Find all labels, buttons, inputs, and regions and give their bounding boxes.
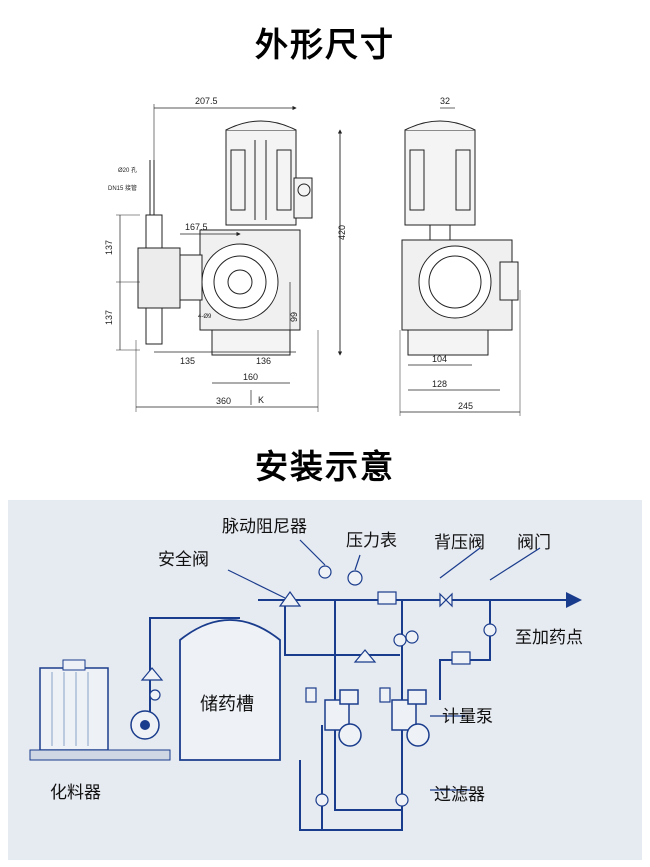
safety-valve-icon	[278, 590, 302, 607]
label-mixer: 化料器	[50, 783, 101, 803]
front-view-drawing	[116, 104, 343, 412]
k-label: K	[258, 395, 264, 405]
label-valve: 阀门	[517, 533, 551, 553]
damper-icon	[318, 565, 332, 579]
label-to-dosing: 至加药点	[515, 628, 583, 648]
dim-104: 104	[432, 354, 447, 364]
label-filter: 过滤器	[434, 785, 485, 805]
dim-99: 99	[289, 312, 299, 322]
dim-360: 360	[216, 396, 231, 406]
gauge-icon	[347, 570, 363, 586]
dim-167-5: 167.5	[185, 222, 208, 232]
label-gauge: 压力表	[346, 531, 397, 551]
dim-207-5: 207.5	[195, 96, 218, 106]
dim-160: 160	[243, 372, 258, 382]
side-view-drawing	[399, 107, 521, 416]
dim-245: 245	[458, 401, 473, 411]
title-installation: 安装示意	[255, 447, 395, 486]
label-pump: 计量泵	[442, 707, 493, 727]
mixer-tank	[29, 659, 171, 761]
dim-137-upper: 137	[104, 240, 114, 255]
label-safety-valve: 安全阀	[158, 550, 209, 570]
pipe-label: DN15 接管	[108, 184, 137, 192]
dim-137-lower: 137	[104, 310, 114, 325]
valves-and-gauges	[140, 565, 497, 807]
dim-135: 135	[180, 356, 195, 366]
bolt-label: 4-Ø9	[198, 314, 212, 320]
metering-pumps	[324, 689, 430, 747]
label-tank: 储药槽	[200, 694, 254, 715]
storage-tank	[179, 619, 281, 761]
label-back-pressure: 背压阀	[434, 533, 485, 553]
dim-136: 136	[256, 356, 271, 366]
dim-420: 420	[337, 225, 347, 240]
label-damper: 脉动阻尼器	[222, 517, 307, 537]
back-pressure-valve-icon	[377, 591, 397, 605]
dim-32: 32	[440, 96, 450, 106]
hole-label: Ø20 孔	[118, 166, 137, 174]
title-dimensions: 外形尺寸	[255, 25, 395, 64]
dim-128: 128	[432, 379, 447, 389]
safety-valve-2-icon	[353, 649, 377, 663]
valve-icon	[439, 592, 453, 608]
